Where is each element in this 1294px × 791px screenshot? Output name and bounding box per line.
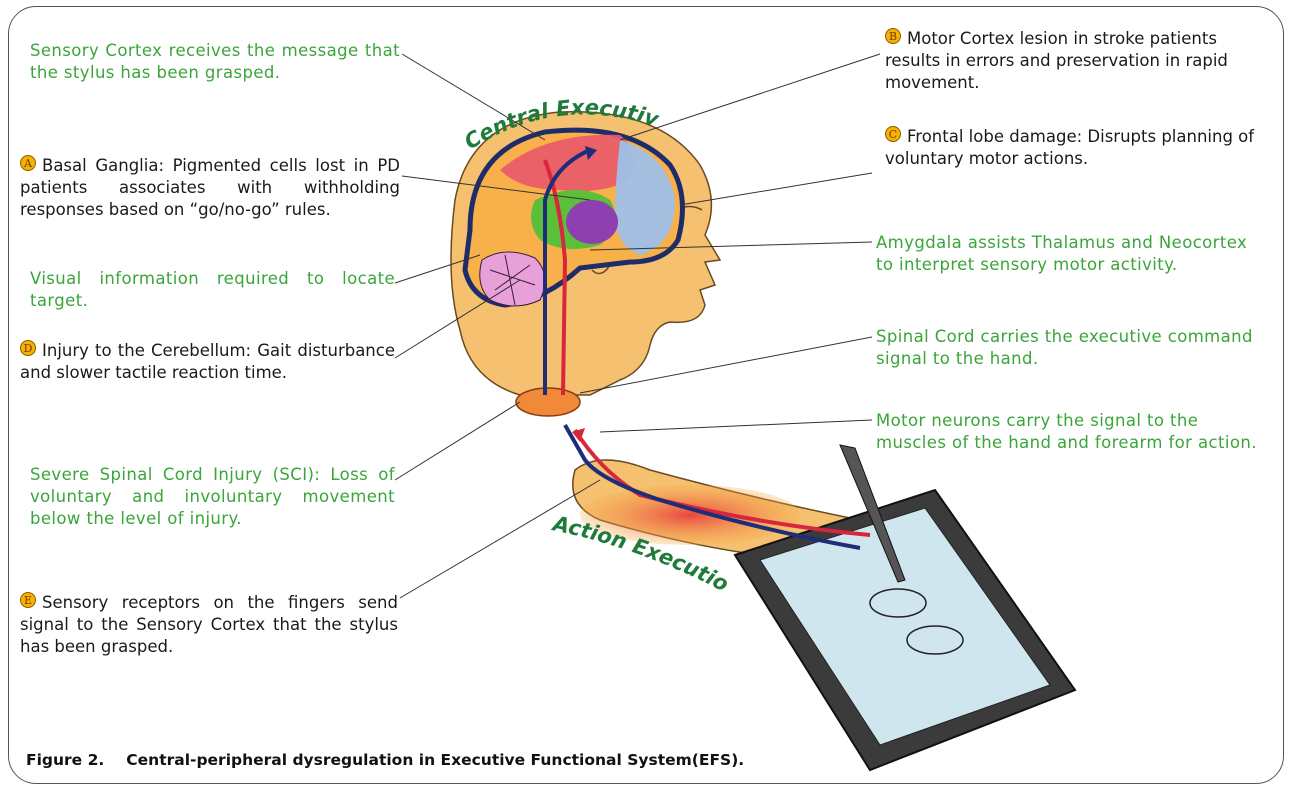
figure-caption: Figure 2. Central-peripheral dysregulatio…: [26, 751, 744, 769]
badge-d: D: [20, 340, 36, 356]
stylus: [839, 444, 906, 583]
caption-text: Central-peripheral dysregulation in Exec…: [126, 751, 745, 769]
motor-neurons-label: Motor neurons carry the signal to the mu…: [876, 411, 1257, 452]
target-circle-1: [869, 588, 927, 618]
spinal-cord-label: Spinal Cord carries the executive comman…: [876, 327, 1253, 368]
tablet-screen: [759, 507, 1051, 746]
frontal-lobe-region: [615, 140, 675, 255]
caption-label: Figure 2.: [26, 751, 105, 769]
badge-e: E: [20, 592, 36, 608]
spinal-cord-section: [515, 387, 581, 417]
badge-c: C: [885, 126, 901, 142]
leader-lines: [394, 53, 881, 599]
basal-ganglia: [566, 200, 618, 244]
figure-frame: [8, 6, 1284, 784]
visual-info-label: Visual information required to locate ta…: [30, 269, 395, 310]
badge-b: B: [885, 28, 901, 44]
amygdala-label: Amygdala assists Thalamus and Neocortex …: [876, 233, 1248, 274]
cerebellum: [479, 251, 546, 307]
target-circle-2: [906, 625, 964, 655]
badge-a: A: [20, 155, 36, 171]
sci-label: Severe Spinal Cord Injury (SCI): Loss of…: [30, 465, 395, 528]
blue-pathway: [543, 148, 861, 550]
sensory-cortex-label: Sensory Cortex receives the message that…: [30, 41, 400, 82]
